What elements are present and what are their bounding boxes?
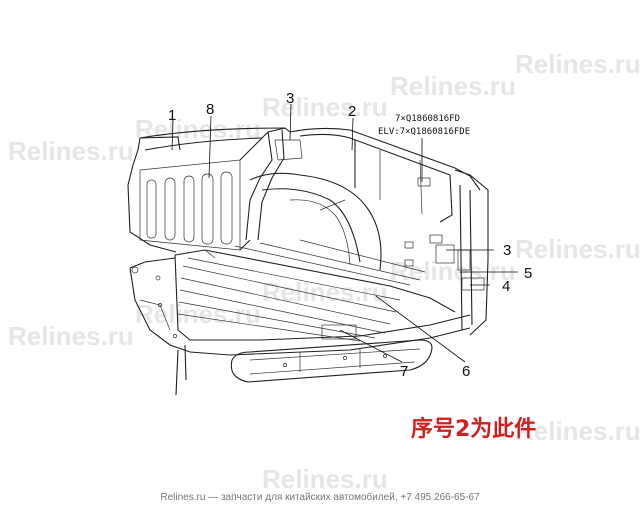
right-side-wall <box>289 127 481 267</box>
callout-6: 6 <box>462 363 470 380</box>
leader-lines <box>171 103 518 363</box>
truck-bed-drawing <box>127 127 489 396</box>
part-code-annotation: 7×Q1860816FD ELV:7×Q1860816FDE <box>378 114 470 137</box>
watermark-text: Relines.ru <box>8 136 134 166</box>
right-corner-post <box>435 169 489 336</box>
watermark-text: Relines.ru <box>390 71 516 101</box>
callout-3-top: 3 <box>286 90 294 107</box>
callout-4: 4 <box>502 278 510 295</box>
watermark-text: Relines.ru <box>515 234 640 264</box>
part-code-line-1: 7×Q1860816FD <box>395 114 460 124</box>
callout-8: 8 <box>206 101 214 118</box>
part-code-line-2: ELV:7×Q1860816FDE <box>378 127 470 137</box>
bed-floor <box>174 239 456 342</box>
callout-7: 7 <box>400 363 408 380</box>
rear-sill <box>129 257 471 396</box>
step-bumper <box>230 324 433 383</box>
footer-text: Relines.ru — запчасти для китайских авто… <box>160 491 480 503</box>
watermark-layer: Relines.ru Relines.ru Relines.ru Relines… <box>8 49 640 494</box>
watermark-text: Relines.ru <box>262 92 388 122</box>
callout-5: 5 <box>524 265 532 282</box>
watermark-text: Relines.ru <box>390 256 516 286</box>
watermark-text: Relines.ru <box>8 321 134 351</box>
watermark-text: Relines.ru <box>515 49 640 79</box>
callout-3-right: 3 <box>503 242 511 259</box>
note-label: 序号2为此件 <box>411 416 536 442</box>
callout-1: 1 <box>168 107 176 124</box>
watermark-text: Relines.ru <box>515 416 640 446</box>
callout-2: 2 <box>348 103 356 120</box>
callouts: 1 8 3 2 3 5 4 6 7 <box>168 90 532 380</box>
front-wall-ribs <box>139 159 241 251</box>
watermark-text: Relines.ru <box>262 464 388 494</box>
